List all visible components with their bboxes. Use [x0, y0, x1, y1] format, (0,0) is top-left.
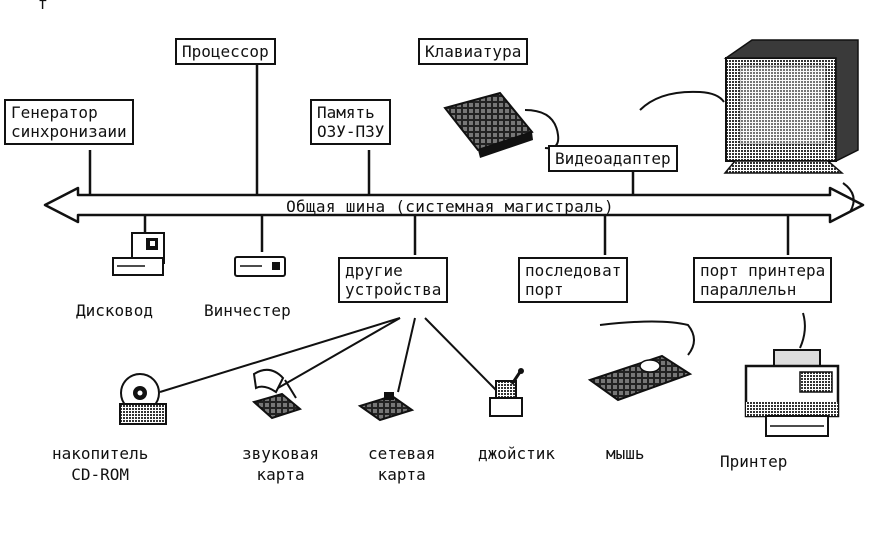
network-card-label: сетевая карта	[368, 444, 436, 484]
memory-box: Память ОЗУ-ПЗУ	[310, 99, 392, 145]
printer-label: Принтер	[720, 452, 788, 471]
disk-drive-label: Дисковод	[76, 301, 154, 320]
hard-drive-icon	[234, 256, 286, 277]
mouse-icon	[587, 354, 693, 402]
sound-card-label: звуковая карта	[242, 444, 320, 484]
video-adapter-box: Видеоадаптер	[548, 145, 678, 172]
serial-port-box: последоват порт	[518, 257, 629, 303]
joystick-label: джойстик	[478, 444, 556, 463]
clock-generator-box: Генератор синхронизаии	[4, 99, 134, 145]
printer-port-box: порт принтера параллельн	[693, 257, 833, 303]
floppy-drive-icon	[112, 232, 165, 276]
bus-connectors-top	[88, 64, 635, 194]
network-card-icon	[357, 392, 415, 422]
hard-drive-label: Винчестер	[204, 301, 291, 320]
other-devices-box: другие устройства	[338, 257, 449, 303]
sound-card-icon	[251, 368, 303, 420]
bus-connectors-bottom	[143, 216, 790, 255]
system-bus-label: Общая шина (системная магистраль)	[286, 197, 614, 216]
processor-box: Процессор	[175, 38, 276, 65]
monitor-icon	[723, 39, 859, 174]
printer-icon	[744, 349, 840, 437]
keyboard-icon	[443, 91, 534, 158]
cdrom-label: накопитель CD-ROM	[52, 444, 149, 484]
joystick-icon	[489, 368, 524, 417]
system-bus	[43, 186, 865, 224]
cdrom-icon	[119, 373, 167, 425]
mouse-label: мышь	[606, 444, 645, 463]
corner-mark: f	[38, 0, 48, 13]
keyboard-box: Клавиатура	[418, 38, 529, 65]
